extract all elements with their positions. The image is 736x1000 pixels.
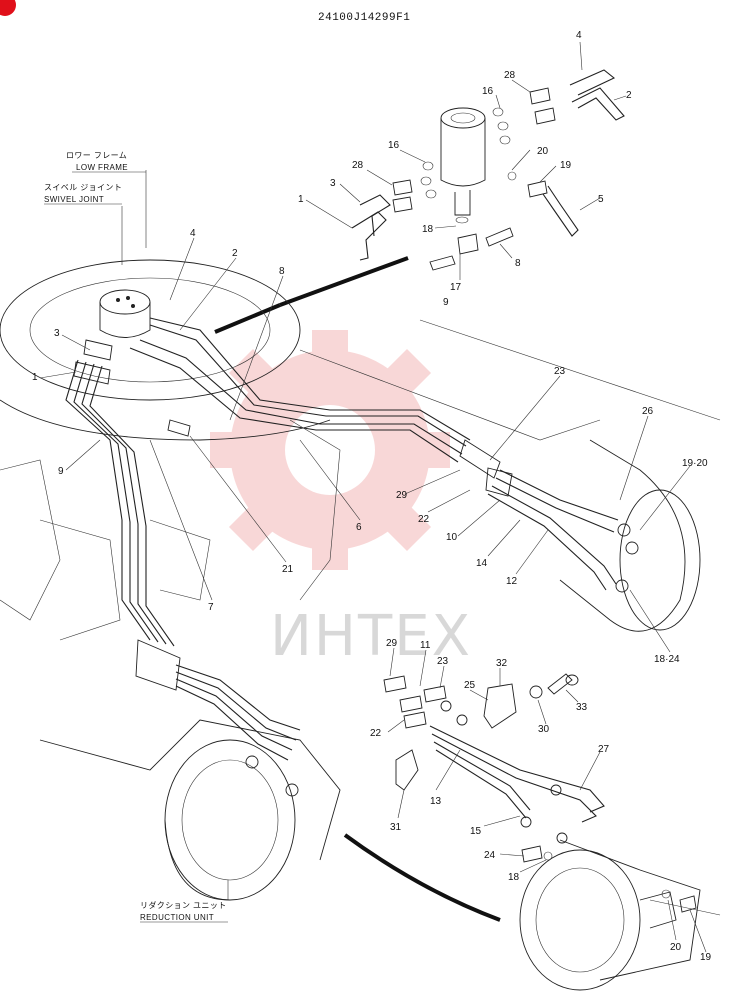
callout-16: 16 (388, 140, 400, 151)
callout-1: 1 (298, 194, 304, 205)
watermark-text: ИНТЕХ (270, 604, 472, 669)
callout-32: 32 (496, 658, 508, 669)
callout-6: 6 (356, 522, 362, 533)
callout-27: 27 (598, 744, 610, 755)
callout-17: 17 (450, 282, 462, 293)
callout-18: 18 (508, 872, 520, 883)
callout-33: 33 (576, 702, 588, 713)
callout-4: 4 (190, 228, 196, 239)
callout-10: 10 (446, 532, 458, 543)
main-view-callouts: 4 2 8 3 1 9 21 7 6 23 26 19·20 29 22 10 … (32, 228, 708, 665)
callout-3: 3 (54, 328, 60, 339)
callout-12: 12 (506, 576, 518, 587)
main-assembly (0, 170, 721, 922)
reduction-unit-label-text: REDUCTION UNIT (140, 913, 214, 922)
callout-20: 20 (670, 942, 682, 953)
callout-11: 11 (420, 640, 431, 651)
callout-2: 2 (232, 248, 238, 259)
document-id: 24100J14299F1 (318, 12, 410, 24)
swivel-joint-jp-label: スイベル ジョイント (44, 183, 122, 192)
callout-19-20: 19·20 (682, 458, 708, 469)
callout-22: 22 (370, 728, 382, 739)
callout-18: 18 (422, 224, 434, 235)
low-frame-label-text: LOW FRAME (76, 163, 128, 172)
low-frame-label: ロワー フレーム LOW FRAME (66, 151, 146, 173)
corner-marker (0, 0, 16, 16)
callout-23: 23 (554, 366, 566, 377)
callout-18-24: 18·24 (654, 654, 680, 665)
watermark-gear (210, 330, 450, 570)
bottom-view-callouts: 29 11 23 32 25 33 30 22 27 13 31 15 24 1… (370, 638, 712, 963)
callout-1: 1 (32, 372, 38, 383)
callout-14: 14 (476, 558, 488, 569)
callout-19: 19 (560, 160, 572, 171)
callout-4: 4 (576, 30, 582, 41)
callout-21: 21 (282, 564, 294, 575)
reduction-unit-jp-label: リダクション ユニット (140, 900, 227, 910)
callout-22: 22 (418, 514, 430, 525)
callout-29: 29 (396, 490, 408, 501)
callout-5: 5 (598, 194, 604, 205)
callout-20: 20 (537, 146, 549, 157)
callout-7: 7 (208, 602, 214, 613)
callout-23: 23 (437, 656, 449, 667)
callout-2: 2 (626, 90, 632, 101)
callout-30: 30 (538, 724, 550, 735)
top-exploded-view (214, 41, 627, 334)
low-frame-jp-label: ロワー フレーム (66, 151, 127, 160)
reduction-unit-label: リダクション ユニット REDUCTION UNIT (140, 900, 228, 923)
sub-view-label: 9 (443, 297, 449, 308)
callout-29: 29 (386, 638, 398, 649)
callout-24: 24 (484, 850, 496, 861)
callout-15: 15 (470, 826, 482, 837)
callout-28: 28 (352, 160, 364, 171)
callout-16: 16 (482, 86, 494, 97)
callout-19: 19 (700, 952, 712, 963)
callout-8: 8 (515, 258, 521, 269)
callout-9: 9 (58, 466, 64, 477)
callout-13: 13 (430, 796, 442, 807)
callout-31: 31 (390, 822, 402, 833)
callout-8: 8 (279, 266, 285, 277)
callout-28: 28 (504, 70, 516, 81)
callout-25: 25 (464, 680, 476, 691)
callout-26: 26 (642, 406, 654, 417)
callout-3: 3 (330, 178, 336, 189)
top-view-callouts: 4 28 2 16 16 20 19 28 3 5 1 18 8 17 (298, 30, 632, 293)
swivel-joint-label: スイベル ジョイント SWIVEL JOINT (44, 183, 122, 205)
bottom-exploded-view (383, 647, 721, 991)
swivel-joint-label-text: SWIVEL JOINT (44, 195, 104, 204)
